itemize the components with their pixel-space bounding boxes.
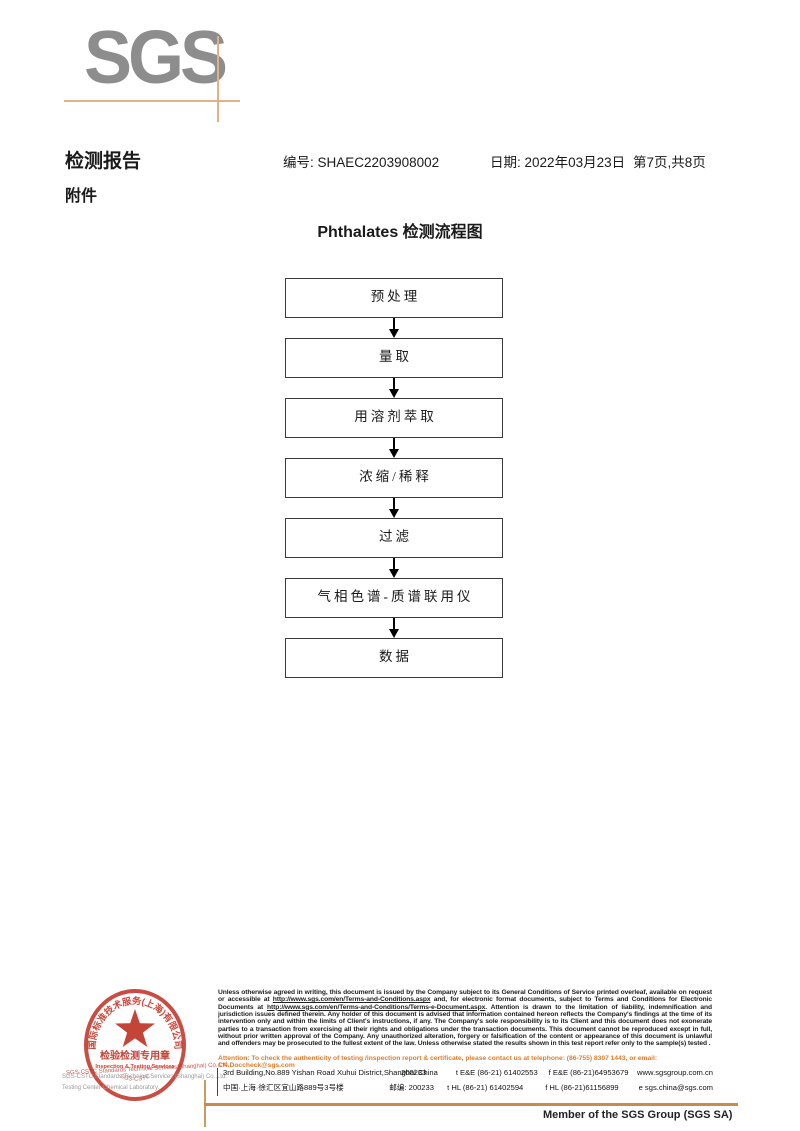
flow-arrow-down-icon	[389, 318, 399, 338]
flow-step-box: 数据	[285, 638, 503, 678]
flow-step-box: 预处理	[285, 278, 503, 318]
flow-step-box: 过滤	[285, 518, 503, 558]
flow-step-box: 用溶剂萃取	[285, 398, 503, 438]
company-name-en: SGS-CSTC Standards Technical Services (S…	[62, 1072, 232, 1094]
terms-url: http://www.sgs.com/en/Terms-and-Conditio…	[272, 996, 431, 1004]
tel-cn: t HL (86-21) 61402594	[447, 1083, 524, 1092]
website: www.sgsgroup.com.cn	[637, 1068, 714, 1077]
postcode-en: 200233	[401, 1068, 427, 1077]
company-name-line1: SGS-CSTC Standards Technical Services (S…	[62, 1074, 227, 1080]
report-number-value: SHAEC2203908002	[317, 155, 440, 170]
flowchart-title: Phthalates 检测流程图	[317, 224, 483, 241]
address-row-cn: 中国·上海·徐汇区宜山路889号3号楼 邮编: 200233 t HL (86-…	[223, 1082, 713, 1096]
disclaimer-part1: Unless otherwise agreed in writing, this…	[218, 989, 712, 1004]
address-en: 3rd Building,No.889 Yishan Road Xuhui Di…	[223, 1068, 438, 1077]
disclaimer-part2: and, for electronic format documents, su…	[218, 996, 712, 1011]
fax-cn: f HL (86-21)61156899	[545, 1083, 619, 1092]
flow-step-box: 气相色谱-质谱联用仪	[285, 578, 503, 618]
inspection-stamp: 国际标准技术服务(上海)有限公司 检验检测专用章 Inspection & Te…	[84, 989, 186, 1101]
svg-text:SGS-CSTC: SGS-CSTC	[119, 1073, 151, 1082]
logo-crosshair-horizontal	[64, 100, 240, 102]
tel-en: t E&E (86-21) 61402553	[455, 1068, 538, 1077]
attention-text: Attention: To check the authenticity of …	[218, 1055, 658, 1070]
flow-arrow-down-icon	[389, 378, 399, 398]
footer-crosshair-horizontal	[204, 1103, 738, 1106]
postcode-cn: 邮编: 200233	[389, 1083, 434, 1092]
flow-arrow-down-icon	[389, 558, 399, 578]
report-title: 检测报告	[65, 151, 142, 172]
flow-arrow-down-icon	[389, 618, 399, 638]
fax-en: f E&E (86-21)64953679	[548, 1068, 629, 1077]
flow-step-box: 浓缩/稀释	[285, 458, 503, 498]
stamp-star-icon	[115, 1009, 155, 1047]
report-date-value: 2022年03月23日	[524, 155, 626, 170]
report-number: 编号: SHAEC2203908002	[283, 151, 439, 171]
address-cn: 中国·上海·徐汇区宜山路889号3号楼	[223, 1083, 344, 1092]
flowchart: 预处理量取用溶剂萃取浓缩/稀释过滤气相色谱-质谱联用仪数据	[285, 278, 503, 678]
address-block: 3rd Building,No.889 Yishan Road Xuhui Di…	[217, 1068, 713, 1096]
logo-crosshair-vertical	[217, 36, 219, 122]
attachment-label: 附件	[65, 188, 98, 205]
stamp-arc-bottom-text: SGS-CSTC	[119, 1073, 151, 1082]
email: e sgs.china@sgs.com	[638, 1083, 713, 1092]
sgs-logo: SGS	[84, 16, 228, 100]
stamp-center-en: Inspection & Testing Services	[95, 1064, 174, 1070]
flow-step-box: 量取	[285, 338, 503, 378]
page-indicator: 第7页,共8页	[633, 155, 706, 170]
address-row-en: 3rd Building,No.889 Yishan Road Xuhui Di…	[223, 1068, 713, 1082]
terms-e-document-url: http://www.sgs.com/en/Terms-and-Conditio…	[267, 1003, 486, 1011]
disclaimer-text: Unless otherwise agreed in writing, this…	[218, 989, 712, 1048]
stamp-ring	[84, 989, 186, 1101]
report-number-label: 编号:	[283, 155, 314, 170]
report-date-label: 日期:	[490, 155, 521, 170]
disclaimer-part3: . Attention is drawn to the limitation o…	[218, 1003, 713, 1048]
stamp-center-cn: 检验检测专用章	[100, 1049, 170, 1062]
flow-arrow-down-icon	[389, 438, 399, 458]
flow-arrow-down-icon	[389, 498, 399, 518]
report-date: 日期: 2022年03月23日	[490, 151, 625, 171]
company-name-line2: Testing Center-Chemical Laboratory.	[62, 1085, 160, 1091]
member-text: Member of the SGS Group (SGS SA)	[543, 1109, 733, 1121]
